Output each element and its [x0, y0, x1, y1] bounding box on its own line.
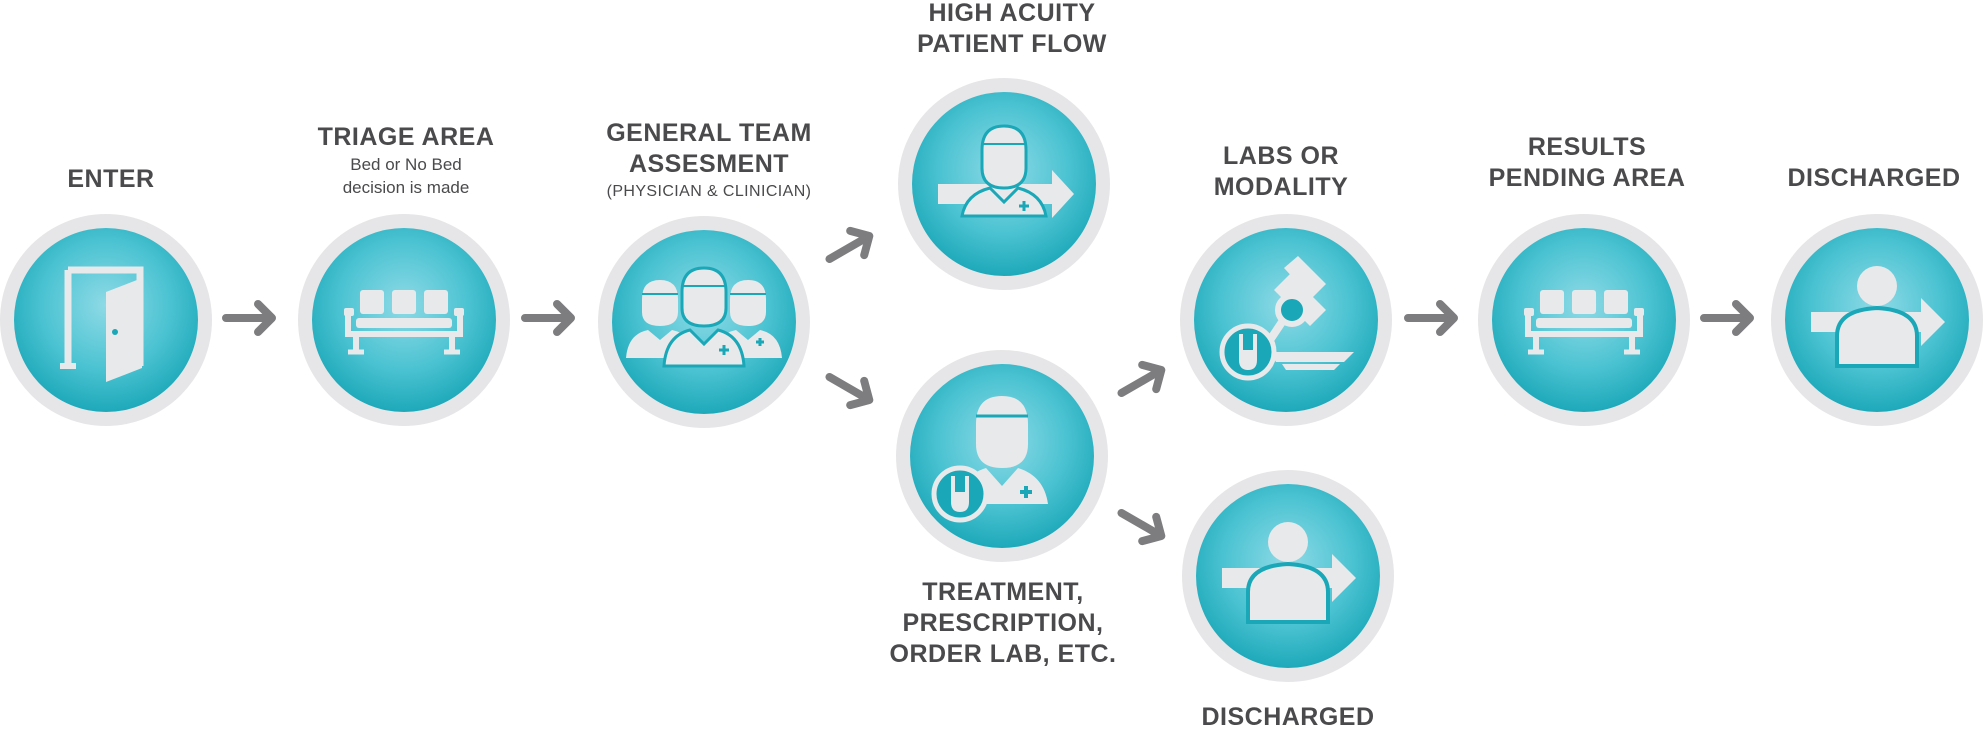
step-discharged-branch-node [1182, 470, 1394, 682]
medical-team-icon [626, 266, 782, 368]
arrow-right-icon [1700, 298, 1760, 338]
step-general-team-node [598, 216, 810, 428]
step-treatment-node [896, 350, 1108, 562]
step-title-line: ENTER [67, 165, 155, 193]
step-title-line: TRIAGE AREA [317, 123, 495, 151]
step-title-line: GENERAL TEAM [606, 119, 812, 147]
step-title-line: LABS OR [1222, 142, 1339, 170]
arrow-up-right-icon [822, 226, 882, 266]
step-labs-label: LABS OR MODALITY [1214, 141, 1349, 203]
step-discharged-main-label: DISCHARGED [1787, 163, 1960, 194]
arrow-down-right-icon [822, 370, 882, 410]
step-triage-label: TRIAGE AREA Bed or No Bed decision is ma… [318, 122, 495, 199]
doctor-forward-icon [938, 124, 1074, 218]
step-title-line: DISCHARGED [1201, 703, 1375, 731]
step-enter-node [0, 214, 212, 426]
arrow-up-right-icon [1114, 360, 1174, 400]
step-general-team-label: GENERAL TEAM ASSESMENT (PHYSICIAN & CLIN… [606, 118, 812, 204]
doctor-test-tube-icon [931, 396, 1048, 523]
step-title-line: RESULTS [1527, 133, 1647, 161]
step-subtitle-line: Bed or No Bed [350, 155, 462, 174]
step-title-line: PENDING AREA [1488, 164, 1686, 192]
patient-exit-icon [1811, 266, 1945, 368]
arrow-right-icon [521, 298, 581, 338]
step-treatment-label: TREATMENT, PRESCRIPTION, ORDER LAB, ETC. [890, 577, 1117, 670]
step-labs-node [1180, 214, 1392, 426]
step-title-line: PATIENT FLOW [917, 30, 1107, 58]
step-title-line: ORDER LAB, ETC. [889, 640, 1117, 668]
step-title-line: PRESCRIPTION, [902, 609, 1104, 637]
arrow-right-icon [222, 298, 282, 338]
step-title-line: HIGH ACUITY [928, 0, 1096, 27]
step-subtitle-line: (PHYSICIAN & CLINICIAN) [606, 183, 812, 200]
step-discharged-main-node [1771, 214, 1983, 426]
step-title-line: DISCHARGED [1787, 164, 1961, 192]
step-results-node [1478, 214, 1690, 426]
step-enter-label: ENTER [67, 164, 154, 195]
step-title-line: TREATMENT, [922, 578, 1084, 606]
microscope-icon [1219, 256, 1354, 381]
step-high-acuity-label: HIGH ACUITY PATIENT FLOW [917, 0, 1107, 60]
patient-exit-icon [1222, 522, 1356, 624]
step-title-line: MODALITY [1213, 173, 1349, 201]
step-title-line: ASSESMENT [628, 150, 790, 178]
step-high-acuity-node [898, 78, 1110, 290]
step-triage-node [298, 214, 510, 426]
door-icon [60, 266, 144, 382]
waiting-chairs-icon [344, 290, 464, 355]
arrow-down-right-icon [1114, 506, 1174, 546]
step-results-label: RESULTS PENDING AREA [1489, 132, 1686, 194]
arrow-right-icon [1404, 298, 1464, 338]
step-subtitle-line: decision is made [342, 178, 470, 197]
step-discharged-branch-label: DISCHARGED [1201, 702, 1374, 733]
waiting-chairs-icon [1524, 290, 1644, 355]
